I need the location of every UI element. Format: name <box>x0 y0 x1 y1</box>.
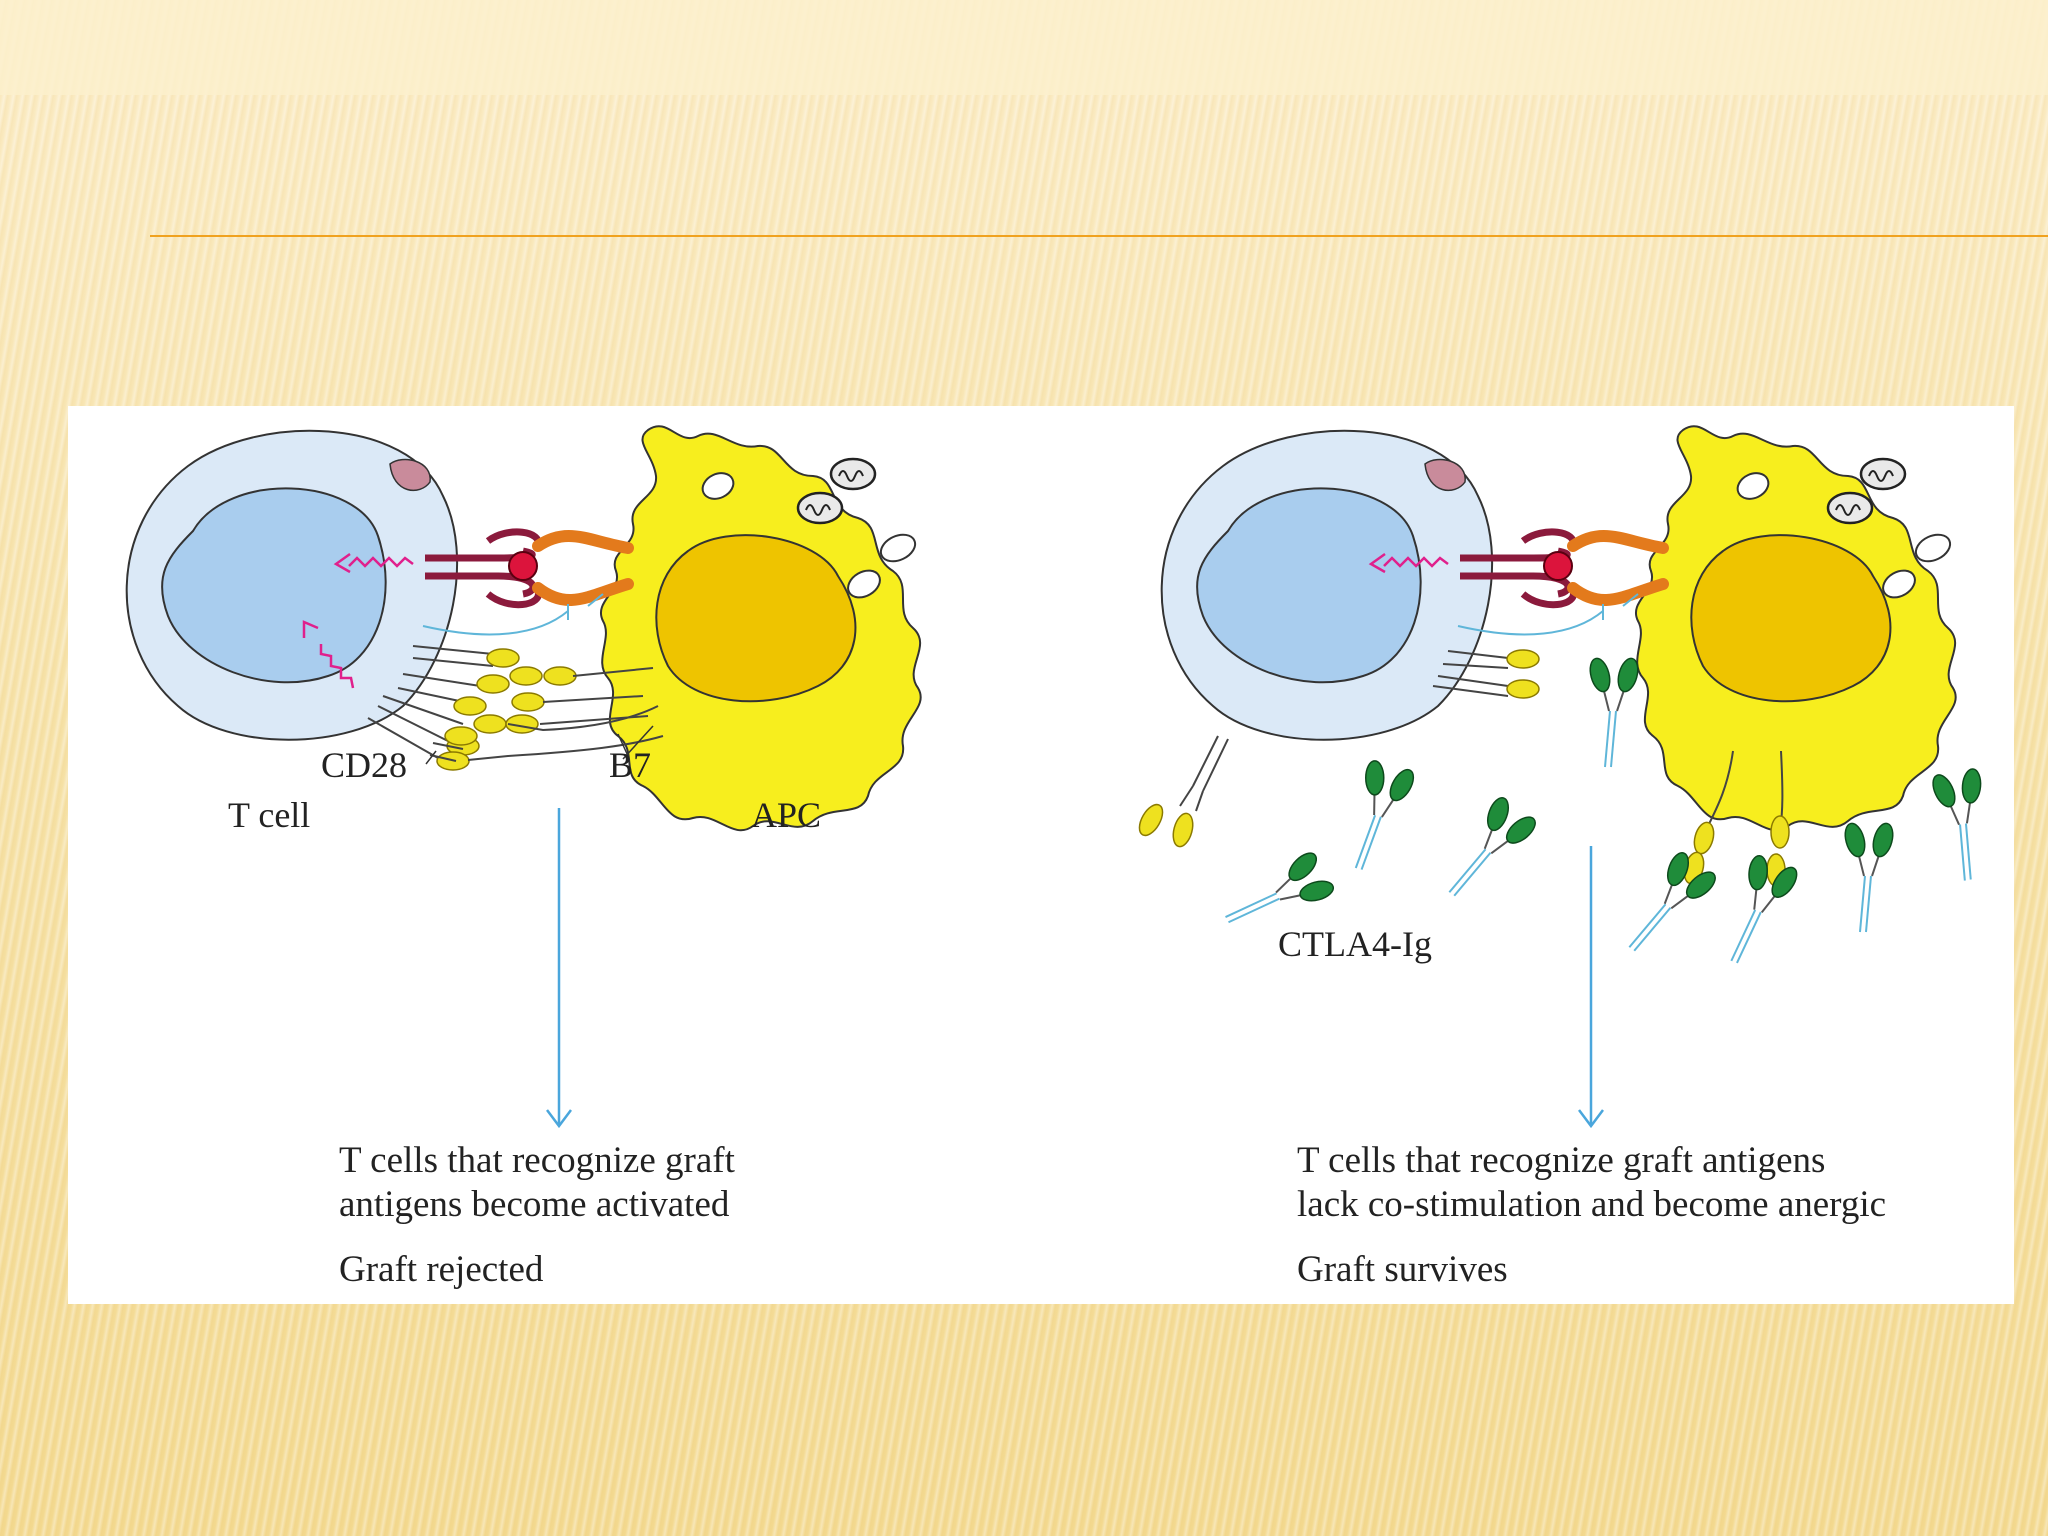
cd28-2 <box>476 674 510 694</box>
label-apc: APC <box>751 795 822 835</box>
slide-top-band <box>0 0 2048 95</box>
caption-left-line2: antigens become activated <box>339 1184 730 1225</box>
mitochondrion-2 <box>796 491 844 525</box>
ctla4-ig-5 <box>1613 845 1724 969</box>
outcome-left: Graft rejected <box>339 1249 544 1290</box>
diagram-svg <box>125 425 2002 1129</box>
t-cell-nucleus-left <box>161 487 387 684</box>
left-panel-diagram <box>125 425 922 1129</box>
cd28-6 <box>444 726 478 746</box>
cd28-unbound-right <box>1138 649 1540 848</box>
cd28-b7-pairs-left <box>367 645 664 771</box>
cd28-3 <box>453 696 487 716</box>
b7-leader <box>617 733 629 757</box>
ctla4-ig-3 <box>1433 790 1544 914</box>
label-t-cell: T cell <box>228 795 311 835</box>
signal-arrowhead-1 <box>333 552 351 574</box>
caption-right-line2: lack co-stimulation and become anergic <box>1297 1184 1887 1225</box>
apc-vesicle-1 <box>701 472 735 500</box>
t-cell-nucleus-right <box>1196 487 1422 684</box>
cd28-leader <box>425 750 437 765</box>
cd28-1 <box>486 648 520 668</box>
tcr-mhc-complex-right <box>1460 528 1669 609</box>
caption-right-line1: T cells that recognize graft antigens <box>1297 1140 1826 1181</box>
apc-vesicle-3 <box>847 569 881 599</box>
label-b7: B7 <box>609 745 652 785</box>
caption-left-line1: T cells that recognize graft <box>339 1140 735 1181</box>
t-cell-bud-left <box>389 458 431 491</box>
b7-2 <box>543 666 577 686</box>
b7-4 <box>511 692 545 712</box>
signal-squiggle-1 <box>348 556 414 568</box>
apc-vesicle-2 <box>879 533 917 563</box>
signal-arrowhead-2 <box>302 620 319 638</box>
ctla4-ig-2 <box>1337 755 1421 879</box>
t-cell-bud-right <box>1424 458 1466 491</box>
b7-1 <box>509 666 543 686</box>
ctla4-ig-7 <box>1840 820 1898 933</box>
tcr-mhc-complex-left <box>425 528 634 609</box>
apc-nucleus-left <box>655 534 857 703</box>
right-panel-diagram <box>1138 425 2002 1129</box>
title-underline <box>150 235 2048 237</box>
apc-nucleus-right <box>1690 534 1892 703</box>
ctla4-ig-8 <box>1926 764 2002 885</box>
cd28-4 <box>473 714 507 734</box>
ctla4-ig-6 <box>1713 849 1805 975</box>
inhibitor-line-left <box>422 610 569 636</box>
label-cd28: CD28 <box>321 745 408 785</box>
figure-panel: CD28 B7 T cell APC CTLA4-Ig T cells that… <box>68 406 2014 1304</box>
mitochondrion-1 <box>829 457 877 491</box>
signal-squiggle-2 <box>319 644 355 689</box>
ctla4-ig-1 <box>1585 655 1643 768</box>
signal-squiggle-right <box>1383 556 1449 568</box>
label-ctla4-ig: CTLA4-Ig <box>1278 924 1432 964</box>
outcome-right: Graft survives <box>1297 1249 1508 1290</box>
